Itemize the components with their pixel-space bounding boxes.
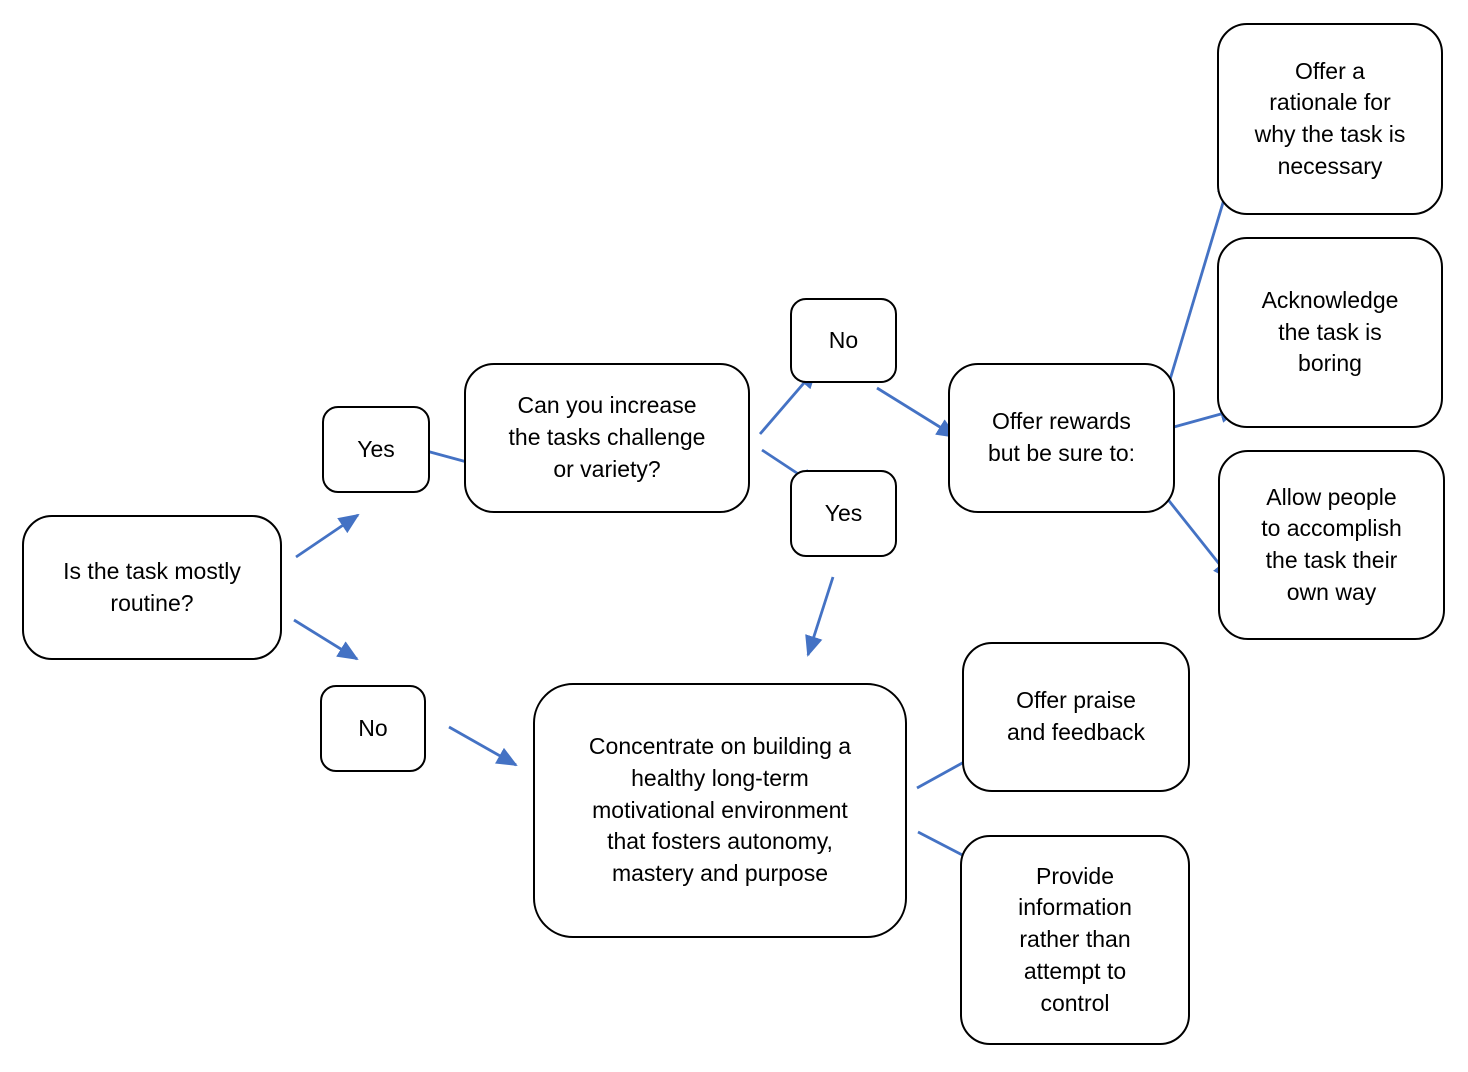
node-accomplish-own-way: Allow people to accomplish the task thei… xyxy=(1218,450,1445,640)
node-no-routine: No xyxy=(320,685,426,772)
arrow-yes-to-concentrate xyxy=(805,576,835,657)
arrow-root-to-no xyxy=(293,618,359,661)
arrow-root-to-yes xyxy=(295,513,360,559)
node-increase-challenge: Can you increase the tasks challenge or … xyxy=(464,363,750,513)
node-acknowledge-boring: Acknowledge the task is boring xyxy=(1217,237,1443,428)
node-concentrate-motivation: Concentrate on building a healthy long-t… xyxy=(533,683,907,938)
node-yes-increase: Yes xyxy=(790,470,897,557)
node-provide-information: Provide information rather than attempt … xyxy=(960,835,1190,1045)
node-offer-praise: Offer praise and feedback xyxy=(962,642,1190,792)
node-offer-rewards: Offer rewards but be sure to: xyxy=(948,363,1175,513)
node-no-increase: No xyxy=(790,298,897,383)
arrow-no-to-concentrate xyxy=(448,725,518,767)
node-yes-routine: Yes xyxy=(322,406,430,493)
node-root-question: Is the task mostly routine? xyxy=(22,515,282,660)
node-offer-rationale: Offer a rationale for why the task is ne… xyxy=(1217,23,1443,215)
arrow-no-to-rewards xyxy=(876,386,958,439)
